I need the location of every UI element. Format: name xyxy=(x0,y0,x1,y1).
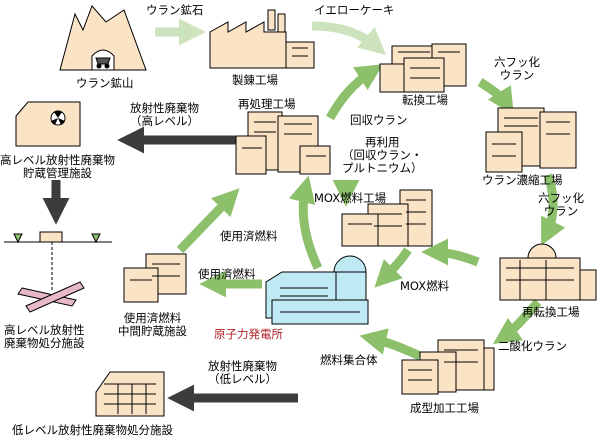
label-reuse: 再利用 （回収ウラン・ プルトニウム） xyxy=(342,135,423,175)
nuclear-plant-icon xyxy=(265,255,369,325)
label-interim-storage: 使用済燃料 中間貯蔵施設 xyxy=(118,311,187,338)
hlw-disposal-icon xyxy=(4,231,112,313)
arrow-yellowcake xyxy=(311,21,387,56)
arrow-mox-reconv xyxy=(421,238,480,267)
arrow-spent-reproc xyxy=(176,188,240,254)
label-refinery: 製錬工場 xyxy=(232,73,278,87)
hlw-storage-icon xyxy=(15,101,81,147)
label-fuel-assembly: 燃料集合体 xyxy=(320,353,378,367)
label-mox-plant: MOX燃料工場 xyxy=(314,191,387,205)
label-spent-fuel-1: 使用済燃料 xyxy=(220,229,278,243)
label-hlw-disposal: 高レベル放射性 廃棄物処分施設 xyxy=(4,323,85,350)
arrow-fuel-assembly xyxy=(359,328,422,361)
uranium-mine-icon xyxy=(59,5,147,71)
label-llw-disposal: 低レベル放射性廃棄物処分施設 xyxy=(12,423,173,437)
label-conversion: 転換工場 xyxy=(402,93,448,107)
llw-disposal-icon xyxy=(95,371,165,417)
label-nuclear-plant: 原子力発電所 xyxy=(214,327,283,341)
arrow-uo2 xyxy=(493,299,542,344)
fabrication-plant-icon xyxy=(401,339,495,395)
arrow-mox-fuel xyxy=(374,247,412,288)
mox-plant-icon xyxy=(341,189,433,247)
flow-arrows xyxy=(42,18,566,412)
label-uranium-mine: ウラン鉱山 xyxy=(76,76,134,90)
arrow-recycle xyxy=(288,175,323,270)
conversion-plant-icon xyxy=(379,43,467,93)
refinery-icon xyxy=(209,9,315,69)
label-reconversion: 再転換工場 xyxy=(522,305,580,319)
label-uf6-1: 六フッ化 ウラン xyxy=(494,55,540,82)
label-enrichment: ウラン濃縮工場 xyxy=(482,173,563,187)
label-hlw-storage: 高レベル放射性廃棄物 貯蔵管理施設 xyxy=(0,153,115,180)
label-mox-fuel: MOX燃料 xyxy=(400,279,450,293)
interim-storage-icon xyxy=(123,253,187,303)
label-spent-fuel-2: 使用済燃料 xyxy=(198,267,256,281)
label-fabrication: 成型加工工場 xyxy=(410,401,479,415)
reprocessing-plant-icon xyxy=(235,111,331,175)
label-hlw: 放射性廃棄物 （高レベル） xyxy=(130,101,199,128)
enrichment-plant-icon xyxy=(485,107,577,173)
label-llw: 放射性廃棄物 （低レベル） xyxy=(208,359,277,386)
label-reprocessing: 再処理工場 xyxy=(238,97,296,111)
arrow-recovered-u xyxy=(326,64,384,121)
arrow-uf6-reconv xyxy=(541,173,566,246)
label-uranium-ore: ウラン鉱石 xyxy=(146,3,204,17)
label-uranium-dioxide: 二酸化ウラン xyxy=(498,339,567,353)
arrow-uf6-enrich xyxy=(477,78,514,116)
reconversion-plant-icon xyxy=(499,243,597,301)
label-yellowcake: イエローケーキ xyxy=(314,3,395,17)
label-uf6-2: 六フッ化 ウラン xyxy=(538,191,584,218)
label-recovered-uranium: 回収ウラン xyxy=(350,113,408,127)
